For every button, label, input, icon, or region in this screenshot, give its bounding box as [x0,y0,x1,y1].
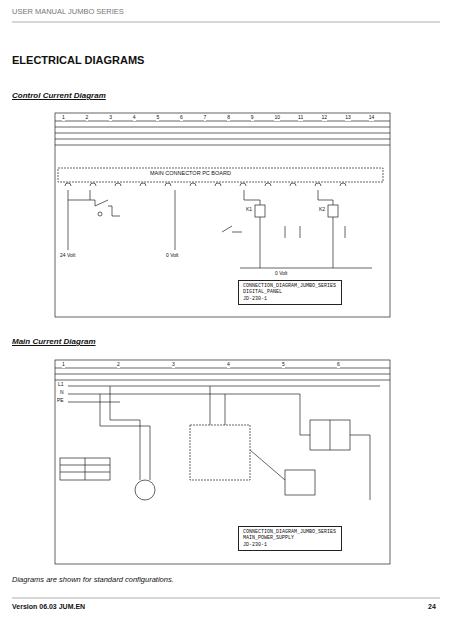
column-number: 7 [204,115,207,121]
pin-symbol [315,183,321,186]
column-number: 1 [62,362,65,368]
title-block-text: JD-230-1 [243,296,337,302]
page-number: 24 [428,603,436,611]
column-number: 4 [133,115,136,121]
title-block-text: JD-230-1 [243,542,337,548]
column-number: 13 [345,115,351,121]
phase-label: PE [57,398,64,404]
pin-symbol [165,183,171,186]
voltage-label: 0 Volt [166,253,179,259]
page-title: ELECTRICAL DIAGRAMS [12,54,144,66]
column-number: 10 [274,115,280,121]
pin-symbol [265,183,271,186]
column-number: 8 [227,115,230,121]
pin-symbol [115,183,121,186]
pin-symbol [290,183,296,186]
column-number: 3 [172,362,175,368]
relay-label: K2 [319,207,325,213]
connector-name: MAIN CONNECTOR PC BOARD [150,170,231,176]
voltage-label: 24 Volt [60,253,75,259]
relay-label: K1 [246,207,252,213]
subheading: Main Current Diagram [12,338,96,347]
column-number: 9 [251,115,254,121]
column-number: 3 [109,115,112,121]
pin-symbol [240,183,246,186]
pin-symbol [215,183,221,186]
title-block-text: CONNECTION_DIAGRAM_JUMBO_SERIES [243,283,337,289]
title-block: CONNECTION_DIAGRAM_JUMBO_SERIESDIGITAL_P… [238,280,342,305]
column-number: 2 [117,362,120,368]
pin-symbol [65,183,71,186]
column-number: 5 [282,362,285,368]
column-number: 5 [156,115,159,121]
pin-symbol [140,183,146,186]
footer: Version 06.03 JUM.EN [12,603,85,611]
header: USER MANUAL JUMBO SERIES [12,8,124,16]
column-number: 2 [86,115,89,121]
column-number: 6 [337,362,340,368]
title-block-text: MAIN_POWER_SUPPLY [243,535,337,541]
pin-symbol [90,183,96,186]
pin-symbol [340,183,346,186]
column-number: 4 [227,362,230,368]
title-block-text: DIGITAL_PANEL [243,289,337,295]
subheading: Control Current Diagram [12,92,106,101]
voltage-label: 0 Volt [275,271,288,277]
column-number: 12 [322,115,328,121]
pin-symbol [190,183,196,186]
title-block: CONNECTION_DIAGRAM_JUMBO_SERIESMAIN_POWE… [238,526,342,551]
column-number: 11 [298,115,303,121]
title-block-text: CONNECTION_DIAGRAM_JUMBO_SERIES [243,529,337,535]
caption: Diagrams are shown for standard configur… [12,576,174,584]
column-number: 14 [369,115,375,121]
column-number: 6 [180,115,183,121]
phase-label: L1 [58,382,64,388]
column-number: 1 [62,115,65,121]
phase-label: N [60,390,64,396]
